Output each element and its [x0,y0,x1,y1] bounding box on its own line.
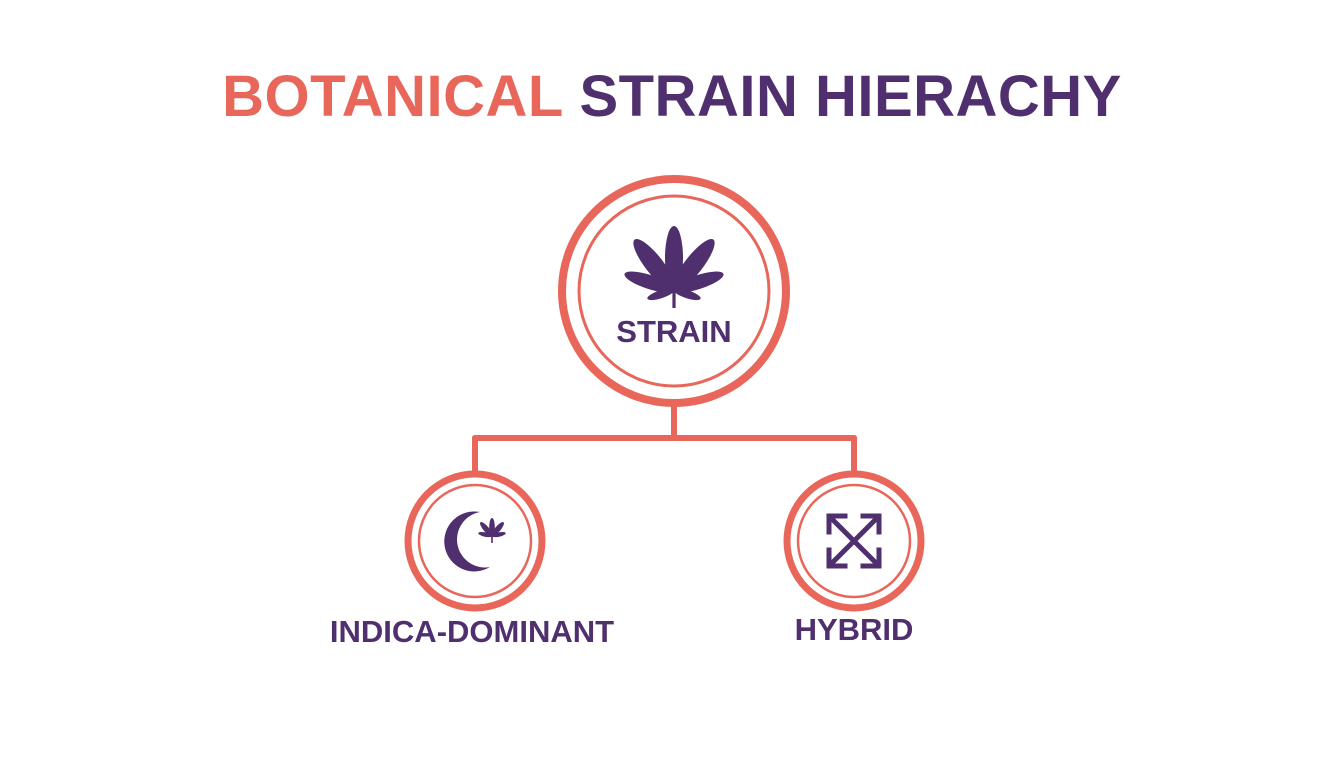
node-indica-inner-ring [417,483,533,599]
node-indica-label: INDICA-DOMINANT [329,614,615,649]
node-strain [558,175,790,407]
title-part-strain-hierarchy: STRAIN HIERACHY [579,64,1122,129]
connector-lines [472,402,857,477]
node-hybrid-label: HYBRID [794,612,914,647]
moon-leaf-icon [444,511,506,572]
title-part-botanical: BOTANICAL [222,64,563,129]
node-strain-label: STRAIN [616,314,732,349]
cannabis-leaf-icon [624,226,724,308]
node-hybrid [783,470,925,612]
moon-icon [444,511,490,572]
node-indica-dominant [404,470,546,612]
crossed-arrows-icon [826,513,882,569]
small-leaf-icon [478,518,506,543]
page-title: BOTANICAL STRAIN HIERACHY [0,62,1344,132]
